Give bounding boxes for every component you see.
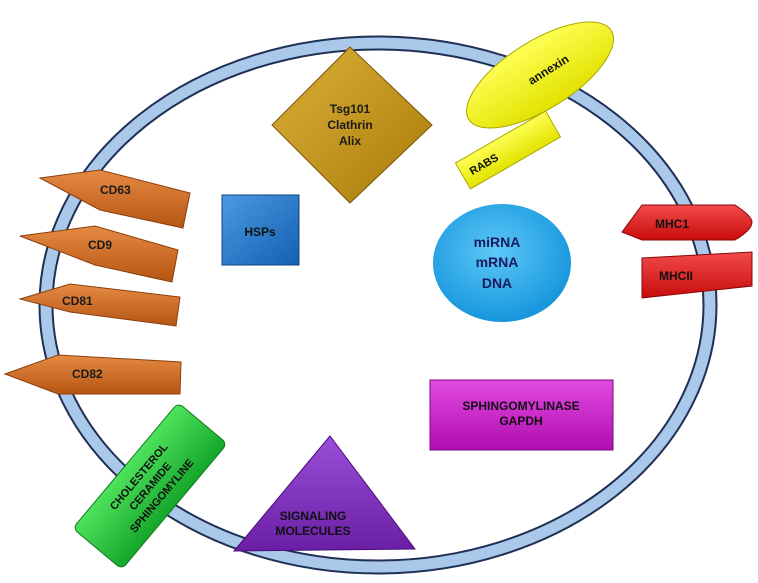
nucleic-acids-circle: miRNA mRNA DNA bbox=[433, 204, 571, 322]
cd81-label: CD81 bbox=[62, 294, 93, 308]
cd63-label: CD63 bbox=[100, 183, 131, 197]
signaling-line2: MOLECULES bbox=[275, 524, 350, 538]
rabs-bar: RABS bbox=[454, 110, 562, 190]
annexin-ellipse: annexin bbox=[466, 21, 614, 129]
sphingomylinase-label: SPHINGOMYLINASE bbox=[462, 399, 579, 413]
mhc1-label: MHC1 bbox=[655, 217, 689, 231]
tetraspanin-cd9: CD9 bbox=[19, 225, 179, 283]
alix-label: Alix bbox=[339, 134, 361, 148]
cd9-label: CD9 bbox=[88, 238, 112, 252]
signaling-line1: SIGNALING bbox=[280, 509, 347, 523]
mrna-label: mRNA bbox=[476, 254, 519, 270]
signaling-triangle: SIGNALING MOLECULES bbox=[232, 435, 416, 552]
mhc2-label: MHCII bbox=[659, 269, 693, 283]
sphingomylinase-box: SPHINGOMYLINASE GAPDH bbox=[429, 379, 614, 451]
lipid-box: CHOLESTEROL CERAMIDE SPHINGOMYLINE bbox=[74, 404, 226, 568]
tetraspanin-cd63: CD63 bbox=[38, 169, 191, 229]
tetraspanin-cd82: CD82 bbox=[3, 354, 182, 395]
dna-label: DNA bbox=[482, 275, 512, 291]
hsps-box: HSPs bbox=[221, 194, 300, 266]
escrt-diamond: Tsg101 Clathrin Alix bbox=[271, 46, 433, 204]
tsg101-label: Tsg101 bbox=[330, 102, 371, 116]
mhc1-shape: MHC1 bbox=[621, 204, 753, 241]
cd82-label: CD82 bbox=[72, 367, 103, 381]
gapdh-label: GAPDH bbox=[499, 414, 542, 428]
hsps-label: HSPs bbox=[244, 225, 276, 239]
clathrin-label: Clathrin bbox=[327, 118, 372, 132]
mhc2-shape: MHCII bbox=[641, 251, 753, 299]
tetraspanin-cd81: CD81 bbox=[18, 283, 181, 327]
mirna-label: miRNA bbox=[474, 234, 521, 250]
